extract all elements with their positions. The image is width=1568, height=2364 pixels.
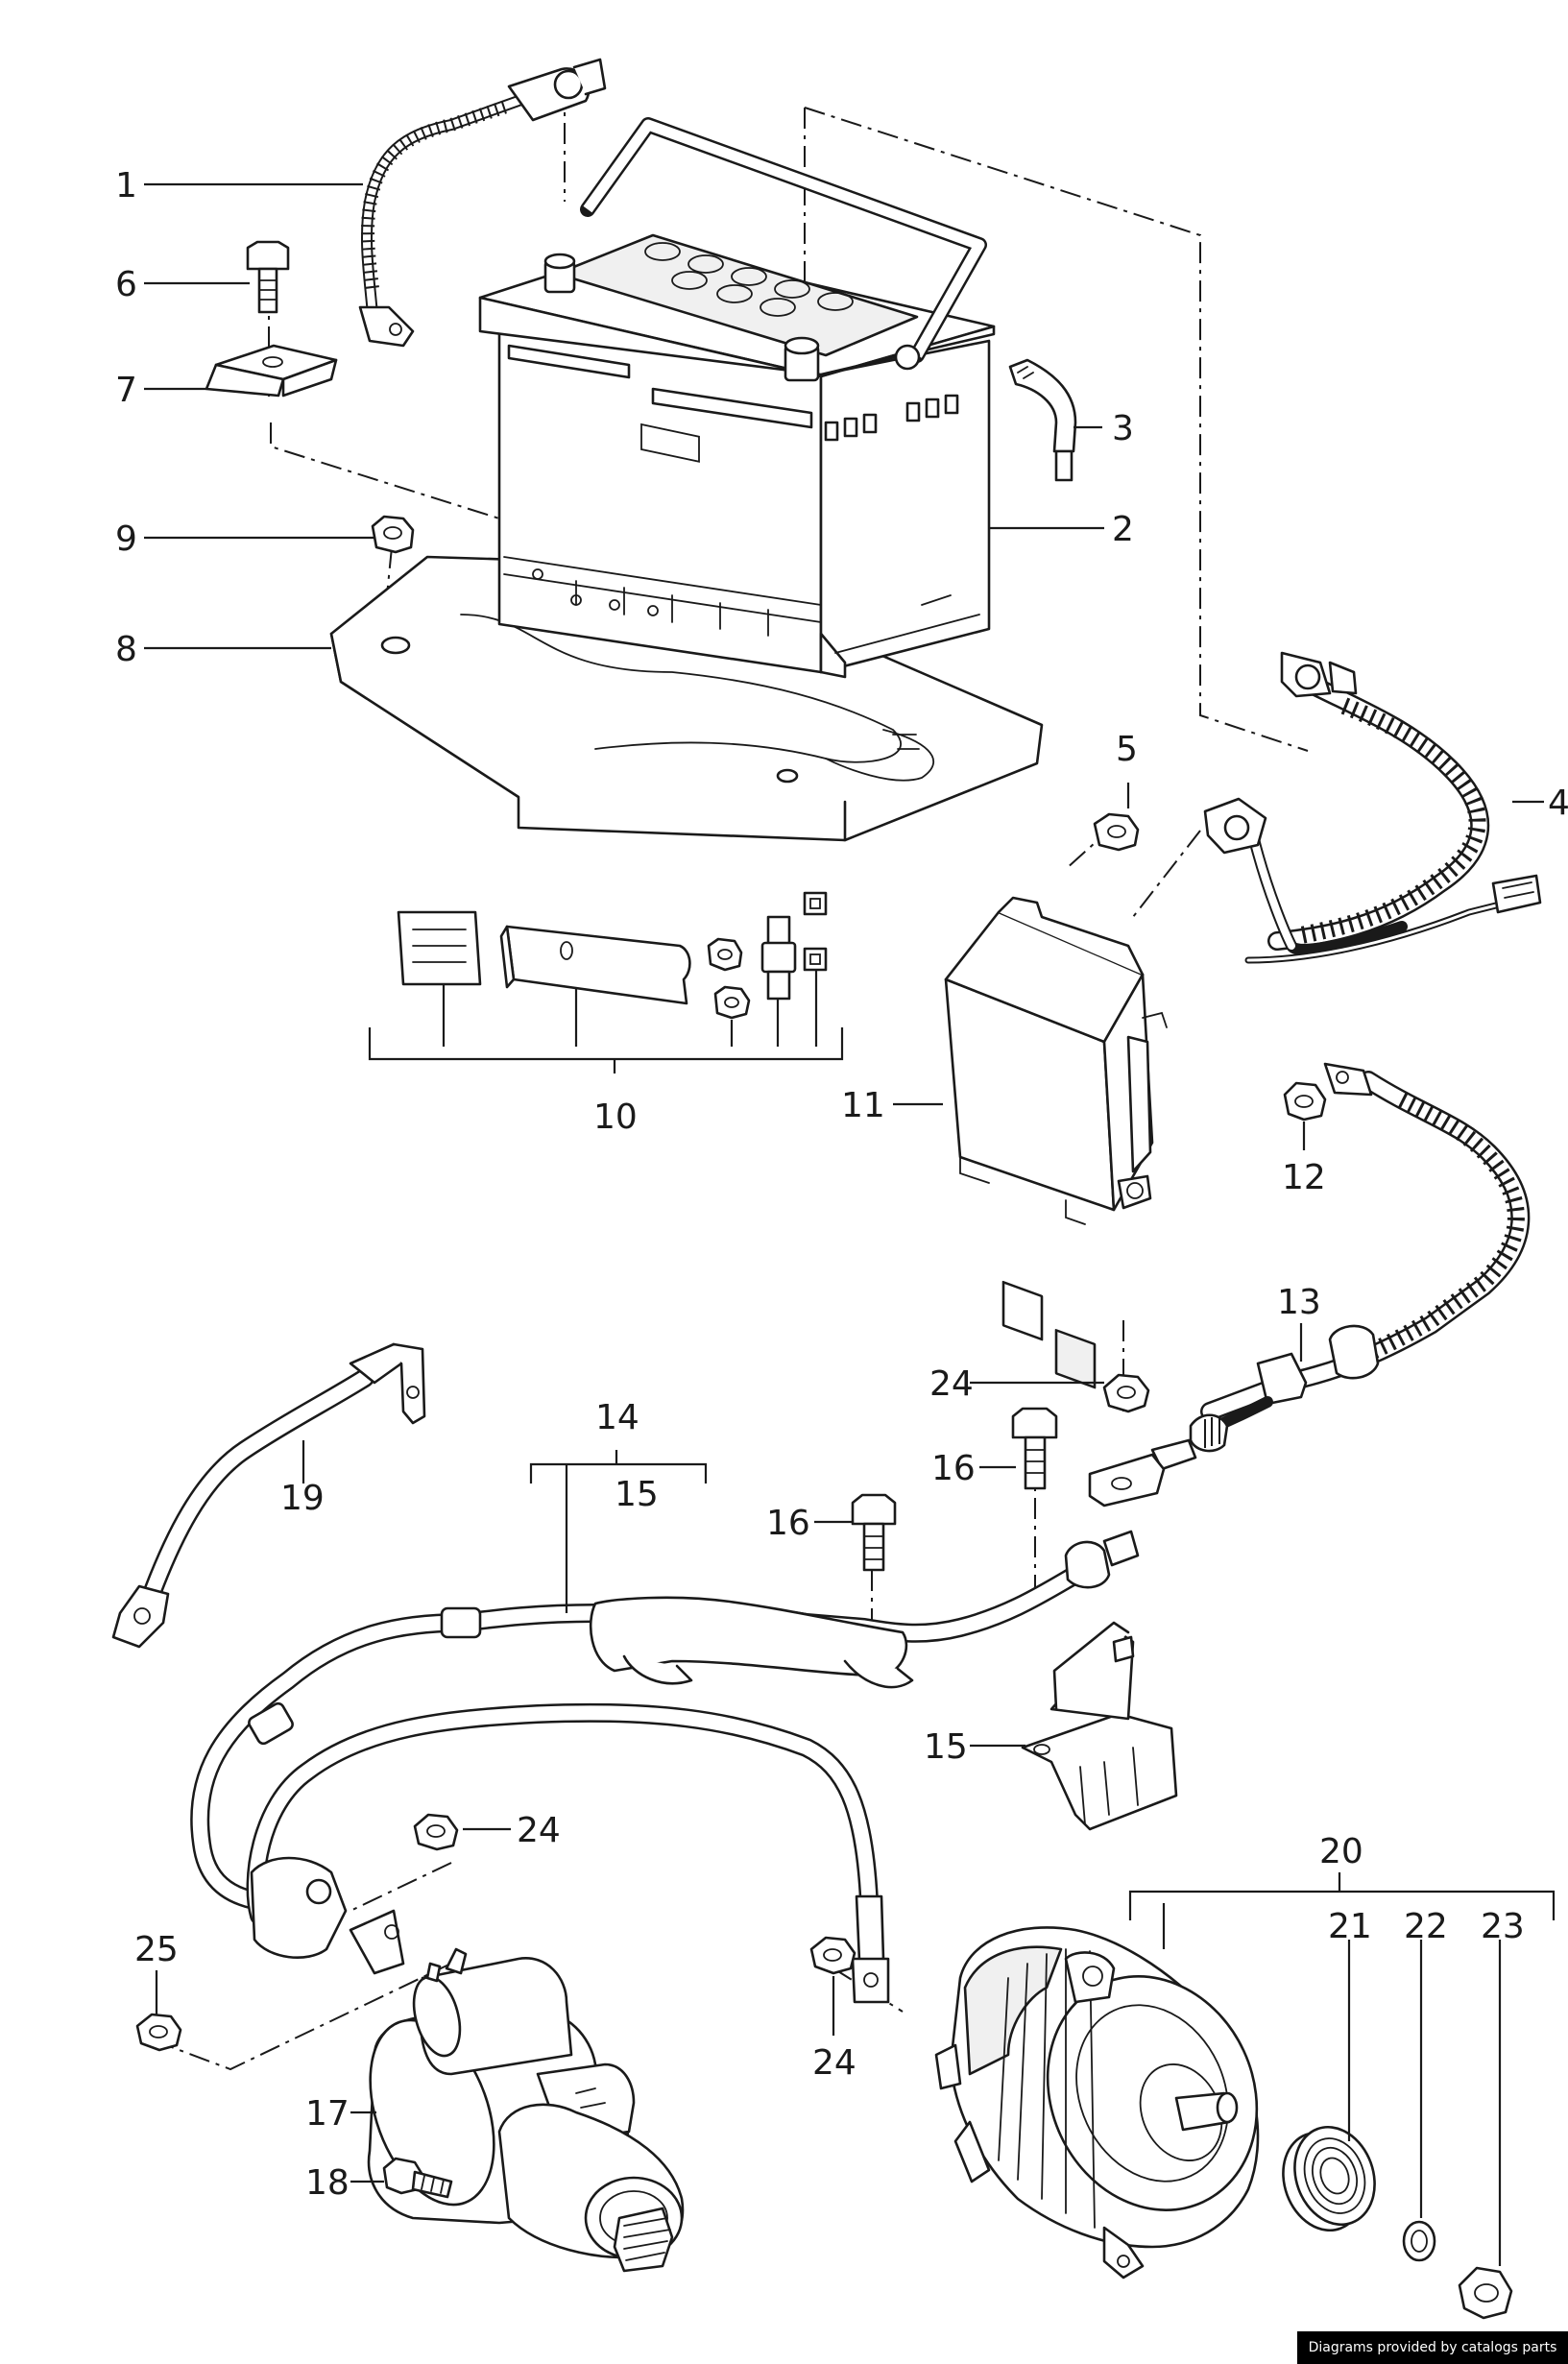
starter-cable-14 (190, 1530, 1140, 2004)
nut-24-low (809, 1936, 856, 1975)
nut-23 (1458, 2266, 1513, 2320)
ground-cable-1 (358, 58, 607, 348)
callout-7: 7 (115, 371, 137, 410)
clamp-7 (205, 344, 338, 398)
alternator-20 (934, 1926, 1260, 2280)
footer-credit: Diagrams provided by catalogs parts (1297, 2331, 1568, 2364)
nut-5 (1093, 812, 1140, 852)
callout-18: 18 (305, 2163, 350, 2203)
bolt-16-left (851, 1493, 897, 1572)
washer-22 (1402, 2220, 1436, 2262)
callout-3: 3 (1112, 409, 1134, 448)
nut-12 (1283, 1081, 1327, 1122)
callout-2: 2 (1112, 510, 1134, 549)
callout-8: 8 (115, 630, 137, 669)
callout-labels: 1 6 7 9 8 3 2 5 4 10 11 12 13 24 14 15 1… (115, 166, 1568, 2203)
nut-24-top (1102, 1373, 1150, 1413)
starter-motor-17 (367, 1947, 685, 2273)
callout-10: 10 (593, 1098, 638, 1137)
ground-strap-19 (111, 1342, 426, 1649)
callout-15-low: 15 (924, 1727, 968, 1767)
bolt-18 (382, 2157, 453, 2199)
callout-6: 6 (115, 265, 137, 304)
callout-5: 5 (1116, 730, 1138, 769)
callout-16-right: 16 (931, 1449, 976, 1488)
callout-19: 19 (280, 1479, 325, 1518)
callout-1: 1 (115, 166, 137, 205)
bolt-6 (246, 240, 290, 314)
bracket-20-leaders (1128, 1872, 1556, 2266)
callout-24-low: 24 (812, 2043, 856, 2083)
callout-4: 4 (1548, 784, 1568, 823)
callout-16-left: 16 (766, 1504, 810, 1543)
bracket-cover-15 (1021, 1621, 1178, 1831)
bracket-10-leaders (368, 970, 844, 1073)
battery (478, 117, 996, 679)
pulley-21 (1282, 2125, 1376, 2232)
callout-leaders (144, 182, 1544, 2183)
callout-22: 22 (1404, 1907, 1448, 1946)
bolt-16-right (1011, 1407, 1058, 1490)
bracket-14-leaders (529, 1450, 708, 1613)
main-cable-13 (1088, 1062, 1531, 1508)
callout-17: 17 (305, 2094, 350, 2134)
control-unit-11 (944, 896, 1168, 1389)
callout-25: 25 (134, 1930, 179, 1969)
callout-24-top: 24 (929, 1364, 974, 1404)
callout-13: 13 (1277, 1283, 1321, 1322)
vent-elbow-3 (1008, 358, 1077, 482)
callout-20: 20 (1319, 1832, 1363, 1871)
callout-12: 12 (1282, 1158, 1326, 1197)
callout-24-mid: 24 (517, 1811, 561, 1850)
positive-cable-4 (1203, 651, 1542, 964)
callout-14: 14 (595, 1398, 639, 1437)
nut-9 (371, 515, 415, 554)
callout-11: 11 (841, 1086, 885, 1125)
callout-9: 9 (115, 519, 137, 559)
callout-21: 21 (1328, 1907, 1372, 1946)
label-kit-10 (397, 891, 828, 1020)
callout-23: 23 (1481, 1907, 1525, 1946)
callout-15-top: 15 (615, 1475, 659, 1514)
nut-25 (135, 2013, 182, 2052)
nut-24-mid (413, 1813, 459, 1851)
